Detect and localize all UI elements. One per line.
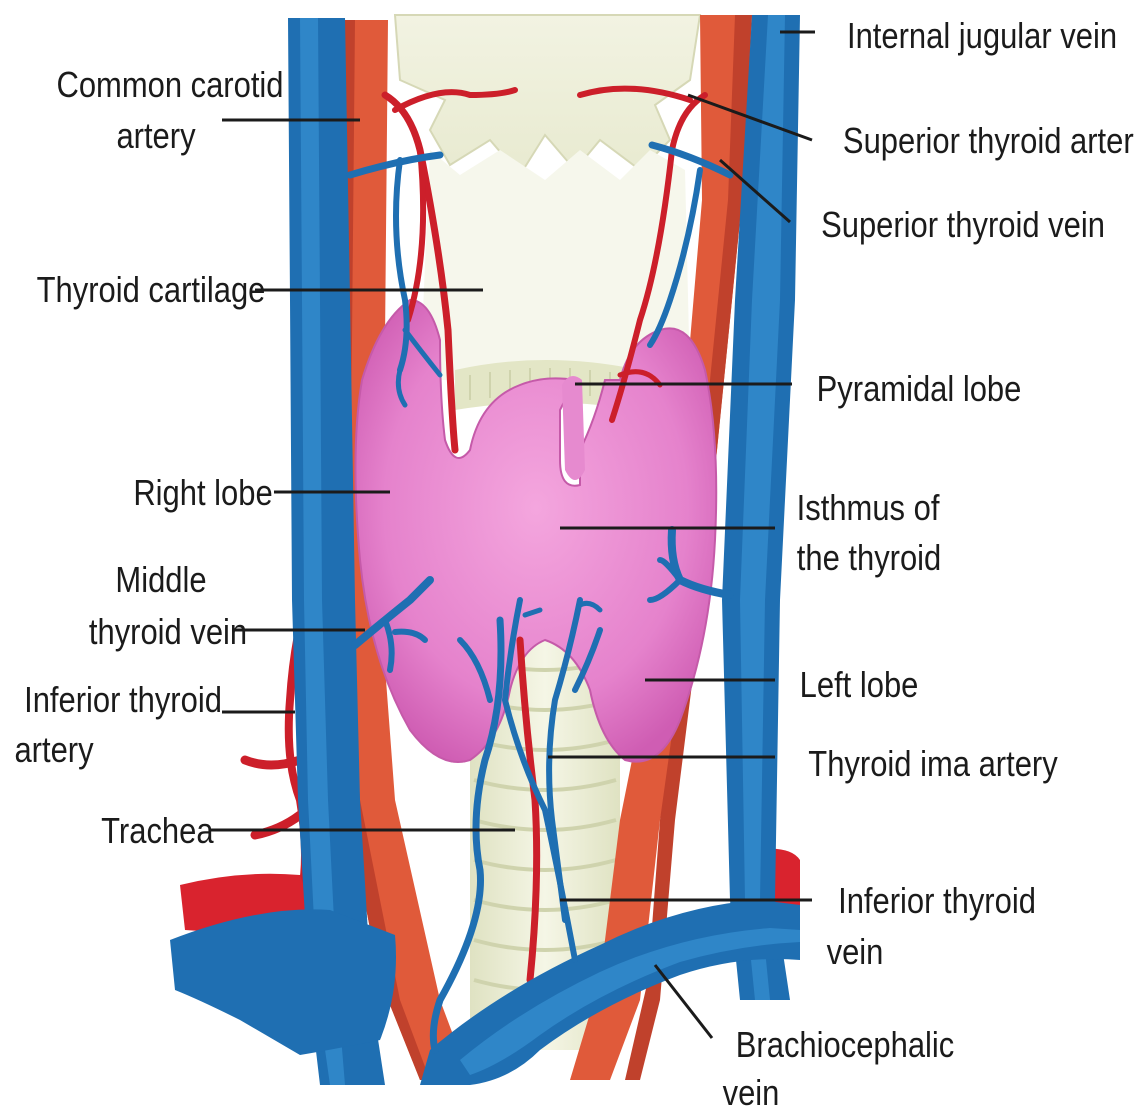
label-thyroid-ima-artery: Thyroid ima artery <box>808 745 1058 785</box>
label-left-lobe: Left lobe <box>800 666 919 706</box>
label-isthmus-line2: the thyroid <box>797 539 942 579</box>
label-superior-thyroid-artery: Superior thyroid artery <box>843 122 1134 162</box>
label-isthmus-line1: Isthmus of <box>797 489 940 529</box>
leader-brachiocephalic-vein <box>655 965 712 1038</box>
label-trachea: Trachea <box>101 812 214 852</box>
label-inferior-thyroid-artery-line1: Inferior thyroid <box>24 681 222 721</box>
label-inferior-thyroid-vein-line1: Inferior thyroid <box>838 882 1036 922</box>
label-right-lobe: Right lobe <box>133 474 272 514</box>
label-internal-jugular-vein: Internal jugular vein <box>847 17 1117 57</box>
label-brachiocephalic-vein-line1: Brachiocephalic <box>736 1026 954 1066</box>
label-common-carotid-line1: Common carotid <box>56 66 283 106</box>
label-inferior-thyroid-vein-line2: vein <box>827 933 884 973</box>
label-superior-thyroid-vein: Superior thyroid vein <box>821 206 1105 246</box>
label-pyramidal-lobe: Pyramidal lobe <box>817 370 1022 410</box>
label-common-carotid-line2: artery <box>116 117 195 157</box>
label-brachiocephalic-vein-line2: vein <box>723 1074 780 1114</box>
label-inferior-thyroid-artery-line2: artery <box>14 731 93 771</box>
label-middle-thyroid-vein-line1: Middle <box>115 561 206 601</box>
label-middle-thyroid-vein-line2: thyroid vein <box>89 613 247 653</box>
label-thyroid-cartilage: Thyroid cartilage <box>37 271 266 311</box>
